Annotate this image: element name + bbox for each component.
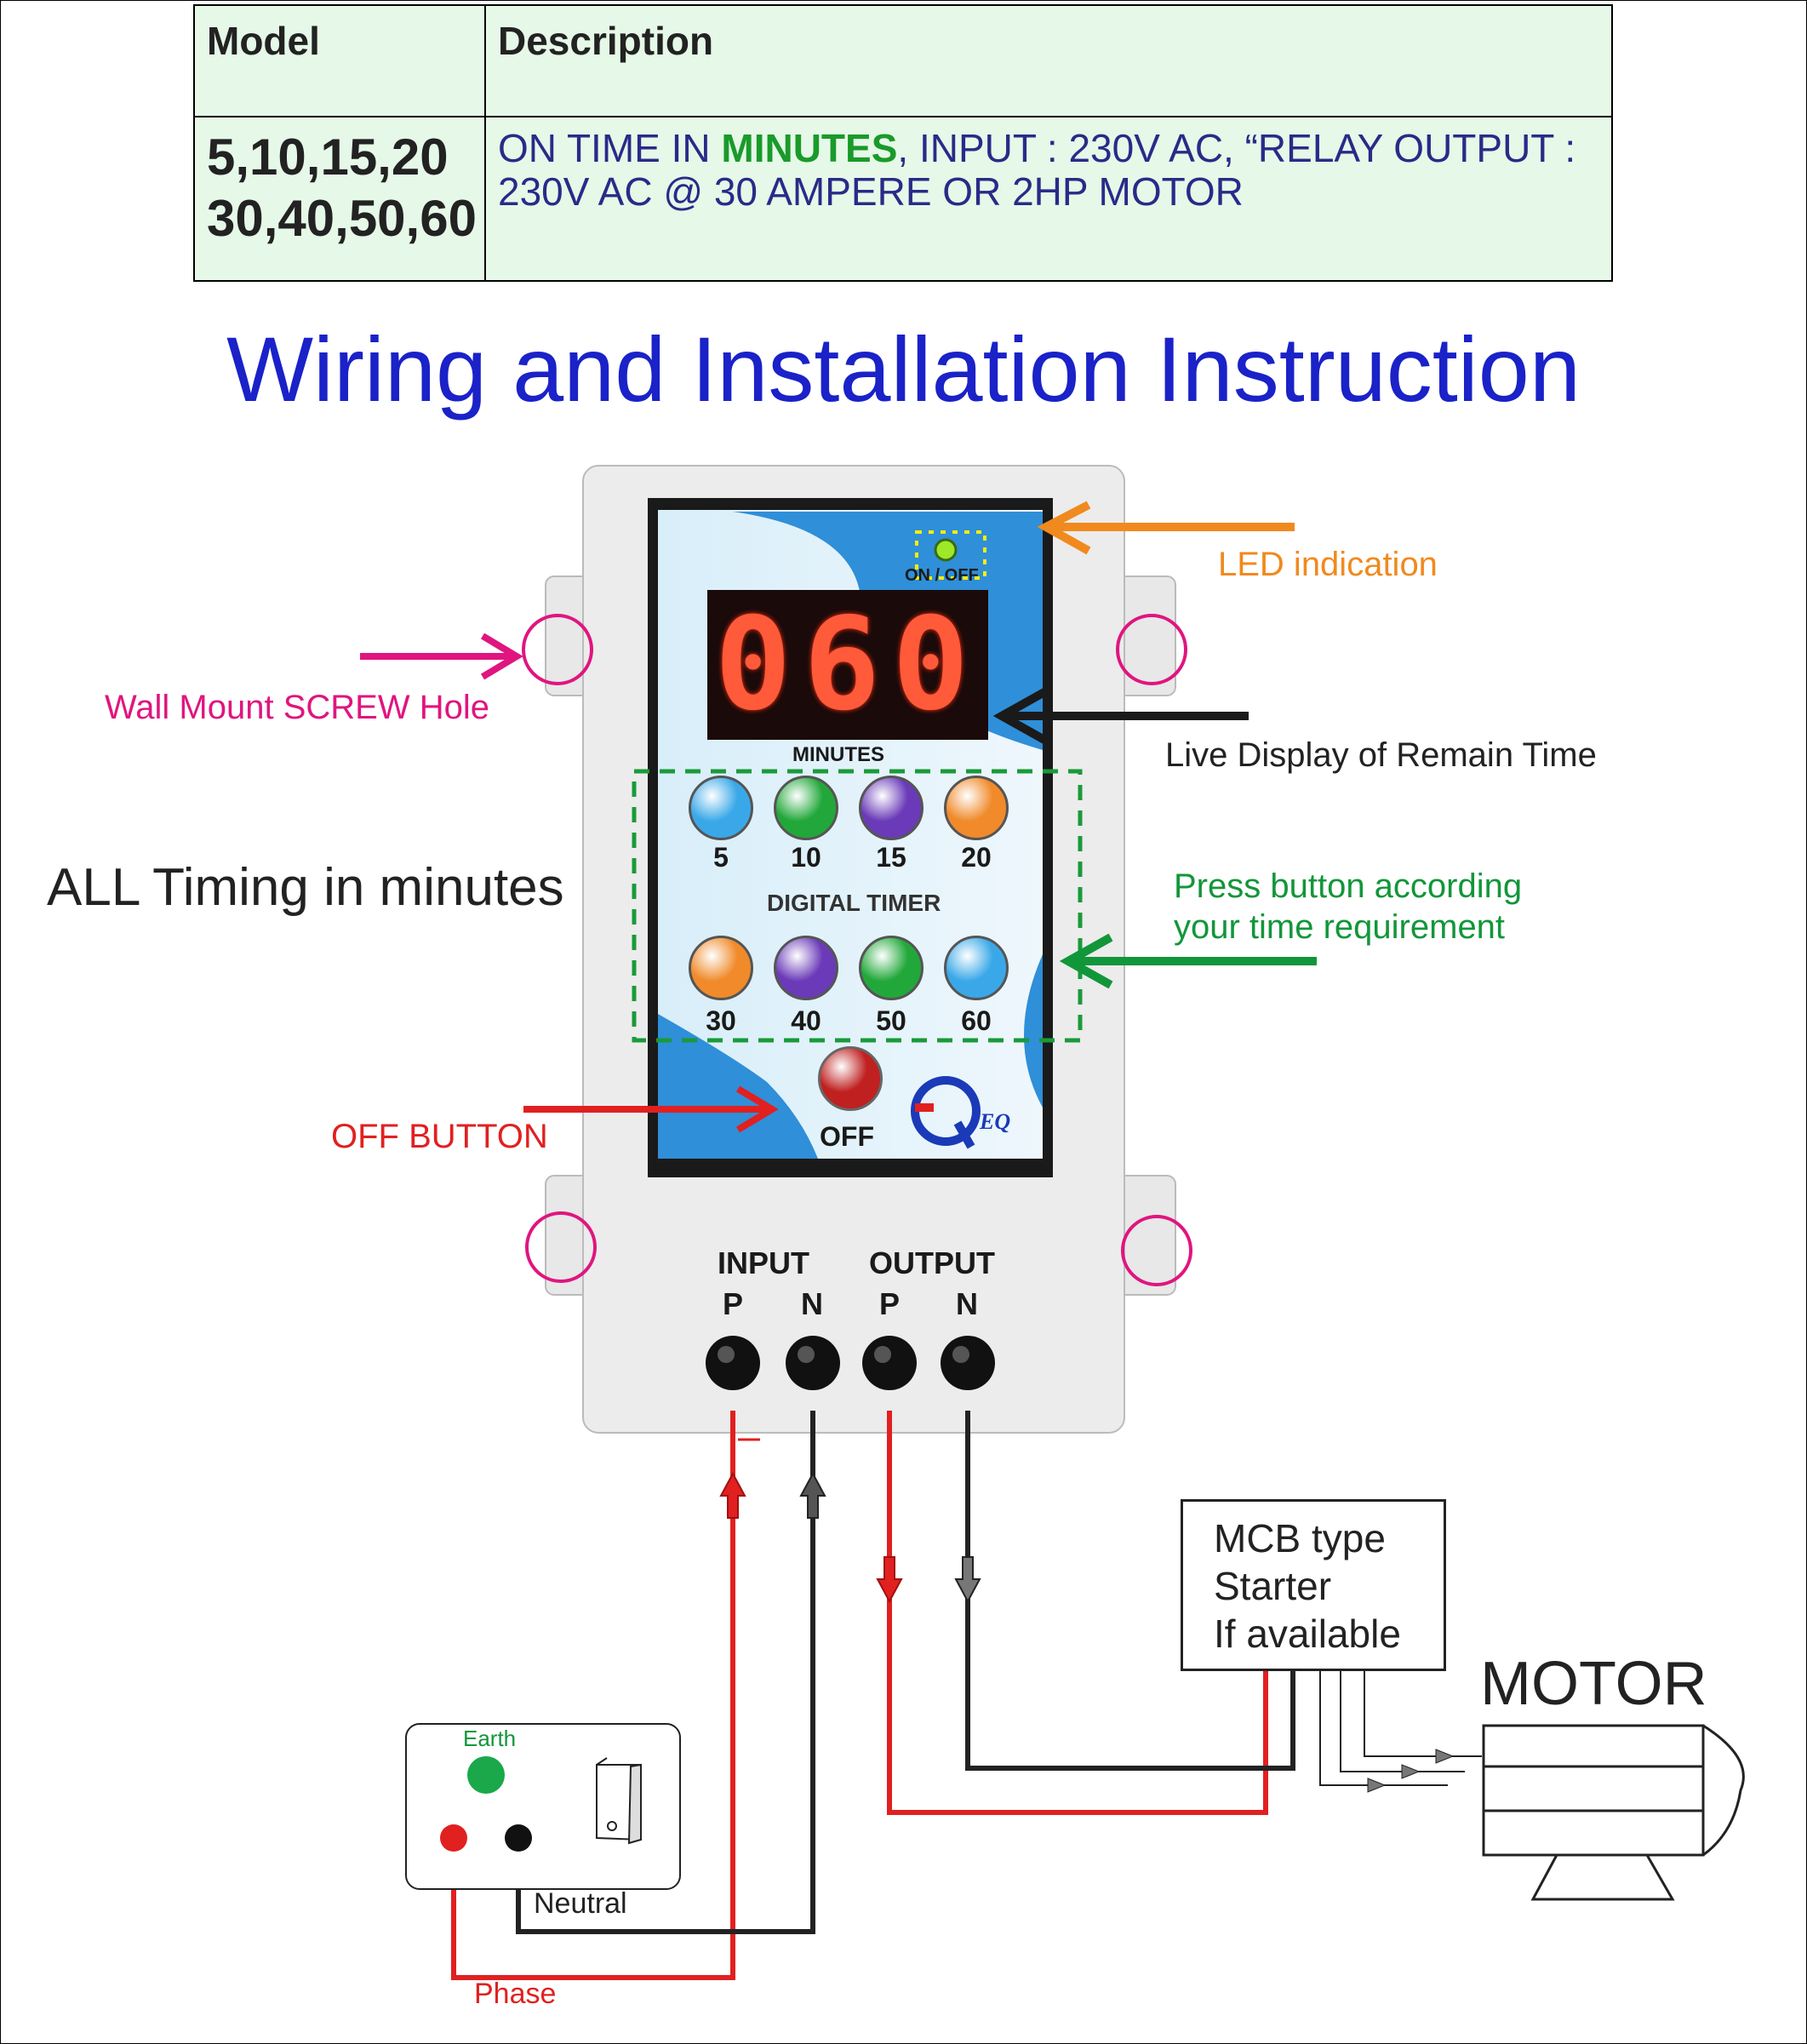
screw-hole-marker [1121,1215,1192,1286]
led-indicator [915,530,986,580]
page-title: Wiring and Installation Instruction [226,318,1581,421]
flow-arrows [719,1471,1455,1793]
earth-label: Earth [463,1726,517,1751]
input-label: INPUT [718,1245,809,1280]
time-button-20[interactable] [944,776,1009,840]
time-button-label: 10 [791,842,821,873]
description-prefix: ON TIME IN [498,126,722,170]
description-highlight: MINUTES [721,126,898,170]
time-button-15[interactable] [859,776,924,840]
model-row: 5,10,15,20 [207,129,449,186]
display-unit-label: MINUTES [792,743,884,766]
time-button-label: 40 [791,1005,821,1036]
time-button-60[interactable] [944,936,1009,1000]
led-arrow [1037,501,1295,555]
press-button-line: Press button according [1174,867,1523,905]
screw-hole-label: Wall Mount SCREW Hole [105,689,489,726]
model-list: 5,10,15,20 30,40,50,60 [207,127,477,249]
press-arrow [1059,933,1317,989]
press-button-line: your time requirement [1174,908,1506,946]
screw-hole-marker [1116,614,1187,685]
screw-arrow [360,633,523,680]
time-button-label: 30 [706,1005,736,1036]
terminal-input-phase[interactable]: P [723,1286,744,1321]
off-button-label: OFF [820,1121,874,1152]
time-button-label: 5 [713,842,729,873]
digital-display [707,590,988,740]
spec-table: Model Description 5,10,15,20 30,40,50,60… [193,4,1613,282]
led-label: ON / OFF [905,566,979,585]
output-label: OUTPUT [869,1245,995,1280]
motor [1482,1724,1745,1901]
off-button[interactable] [818,1046,883,1111]
mcb-line: MCB type [1214,1516,1386,1560]
mcb-starter-box: MCB type Starter If available [1181,1499,1446,1671]
terminal-screws [706,1336,995,1390]
terminal-input-neutral[interactable]: N [801,1286,823,1321]
model-header: Model [207,19,320,63]
terminal-output-phase[interactable]: P [879,1286,901,1321]
mcb-line: Starter [1214,1564,1332,1608]
time-button-label: 60 [961,1005,992,1036]
mcb-line: If available [1214,1612,1401,1656]
off-arrow [523,1085,779,1133]
model-row: 30,40,50,60 [207,190,477,247]
live-display-label: Live Display of Remain Time [1165,736,1597,774]
screw-hole-marker [525,1211,597,1283]
time-button-40[interactable] [774,936,838,1000]
phase-label: Phase [474,1978,557,2010]
remaining-time-display: 060 [714,591,981,739]
all-timing-label: ALL Timing in minutes [47,858,564,917]
model-description: ON TIME IN MINUTES, INPUT : 230V AC, “RE… [498,127,1596,214]
screw-hole-marker [522,614,593,685]
table-divider [484,6,486,280]
eq-logo [911,1076,981,1149]
time-button-50[interactable] [859,936,924,1000]
neutral-label: Neutral [534,1887,627,1920]
time-button-5[interactable] [689,776,753,840]
time-button-label: 20 [961,842,992,873]
logo-text: EQ [980,1109,1011,1134]
time-button-30[interactable] [689,936,753,1000]
terminal-output-neutral[interactable]: N [956,1286,978,1321]
description-header: Description [498,19,714,63]
time-button-label: 50 [876,1005,906,1036]
press-button-label: Press button according your time require… [1174,866,1522,948]
table-divider [195,116,1611,117]
wall-socket [405,1723,681,1890]
panel-label: DIGITAL TIMER [767,890,941,916]
description-rest: , INPUT : 230V AC, “RELAY OUTPUT : 230V … [498,126,1576,214]
motor-label: MOTOR [1480,1650,1707,1718]
time-button-10[interactable] [774,776,838,840]
time-button-label: 15 [876,842,906,873]
display-arrow [992,688,1249,744]
off-button-annotation: OFF BUTTON [331,1118,548,1155]
led-indication-label: LED indication [1218,546,1438,583]
